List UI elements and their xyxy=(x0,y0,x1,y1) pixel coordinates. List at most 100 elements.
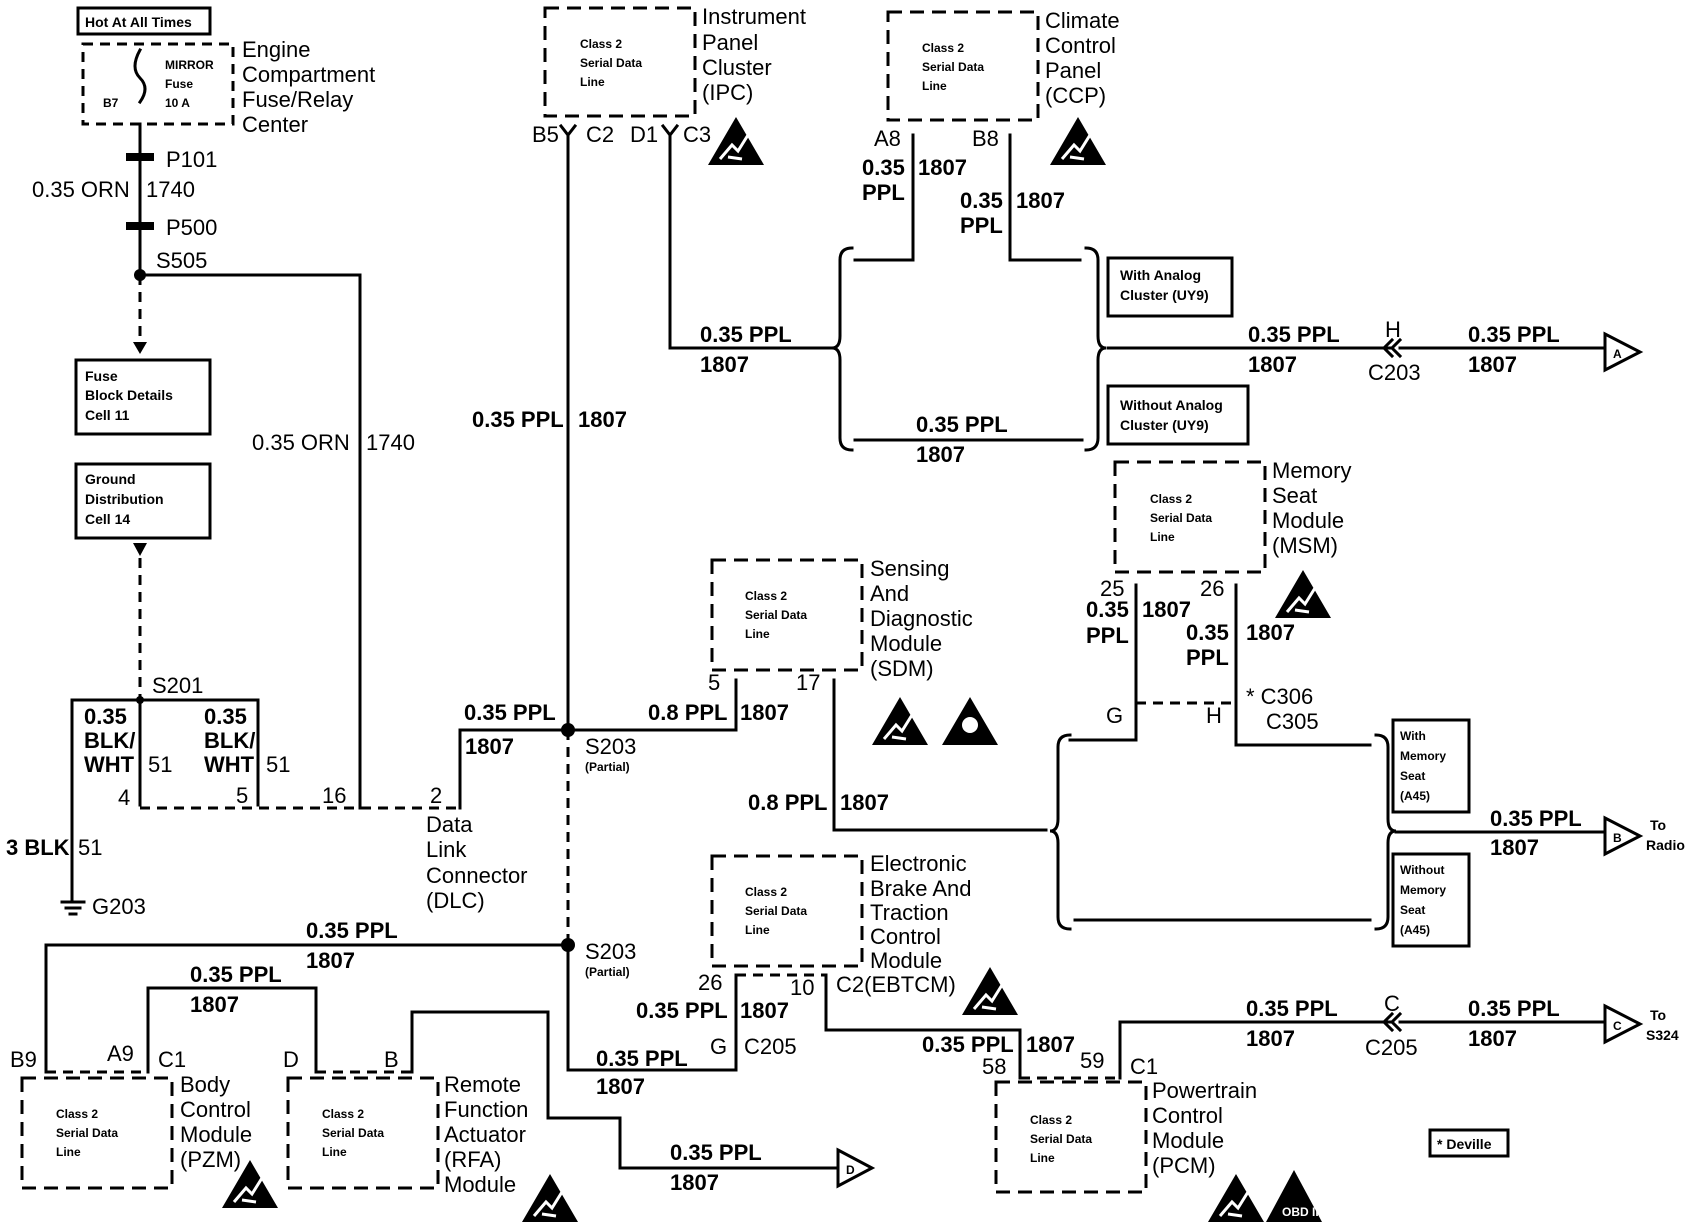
svg-text:S201: S201 xyxy=(152,673,203,698)
svg-text:And: And xyxy=(870,581,909,606)
svg-text:Module: Module xyxy=(444,1172,516,1197)
svg-text:0.35 PPL: 0.35 PPL xyxy=(700,322,792,347)
svg-text:To: To xyxy=(1650,817,1666,833)
svg-text:Line: Line xyxy=(322,1145,347,1159)
svg-text:0.8 PPL: 0.8 PPL xyxy=(648,700,727,725)
svg-text:5: 5 xyxy=(708,670,720,695)
svg-text:Fuse: Fuse xyxy=(165,77,193,91)
svg-text:0.35 ORN: 0.35 ORN xyxy=(252,430,350,455)
svg-text:C1: C1 xyxy=(158,1047,186,1072)
svg-text:10: 10 xyxy=(790,975,814,1000)
svg-text:B: B xyxy=(1613,831,1622,845)
svg-text:1807: 1807 xyxy=(740,998,789,1023)
svg-text:Connector: Connector xyxy=(426,863,528,888)
svg-text:C2: C2 xyxy=(586,122,614,147)
svg-text:Cell 11: Cell 11 xyxy=(85,407,130,423)
svg-text:Serial Data: Serial Data xyxy=(745,608,807,622)
svg-text:1807: 1807 xyxy=(670,1170,719,1195)
svg-text:Module: Module xyxy=(1152,1128,1224,1153)
svg-text:Seat: Seat xyxy=(1400,903,1425,917)
svg-text:B5: B5 xyxy=(532,122,559,147)
svg-text:PPL: PPL xyxy=(1186,645,1229,670)
svg-text:Cluster: Cluster xyxy=(702,55,772,80)
svg-text:C3: C3 xyxy=(683,122,711,147)
svg-text:51: 51 xyxy=(266,752,290,777)
svg-text:1807: 1807 xyxy=(596,1074,645,1099)
svg-text:Serial Data: Serial Data xyxy=(1030,1132,1092,1146)
memory-seat-brackets: With Memory Seat (A45) Without Memory Se… xyxy=(1049,718,1685,948)
svg-text:1807: 1807 xyxy=(1248,352,1297,377)
esd-warning-icon xyxy=(1273,568,1333,620)
svg-text:0.35: 0.35 xyxy=(1086,597,1129,622)
svg-text:PPL: PPL xyxy=(1086,623,1129,648)
svg-text:0.35 ORN: 0.35 ORN xyxy=(32,177,130,202)
svg-text:Powertrain: Powertrain xyxy=(1152,1078,1257,1103)
svg-text:Seat: Seat xyxy=(1272,483,1317,508)
svg-text:PPL: PPL xyxy=(960,213,1003,238)
svg-text:Class 2: Class 2 xyxy=(745,589,787,603)
svg-text:To: To xyxy=(1650,1007,1666,1023)
svg-text:Cell 14: Cell 14 xyxy=(85,511,130,527)
svg-text:1807: 1807 xyxy=(306,948,355,973)
module-sdm: Class 2 Serial Data Line Sensing And Dia… xyxy=(566,556,1048,832)
obd2-icon: OBD II xyxy=(1266,1170,1322,1222)
svg-text:(A45): (A45) xyxy=(1400,923,1430,937)
svg-text:59: 59 xyxy=(1080,1048,1104,1073)
svg-text:0.35 PPL: 0.35 PPL xyxy=(636,998,728,1023)
svg-text:P500: P500 xyxy=(166,215,217,240)
svg-text:With: With xyxy=(1400,729,1426,743)
svg-text:1807: 1807 xyxy=(1468,1026,1517,1051)
svg-text:58: 58 xyxy=(982,1054,1006,1079)
ipc-d1-wire: 0.35 PPL 1807 xyxy=(668,133,836,377)
svg-text:25: 25 xyxy=(1100,576,1124,601)
esd-warning-icon xyxy=(1206,1172,1266,1224)
svg-text:Serial Data: Serial Data xyxy=(1150,511,1212,525)
main-data-bus: 0.35 PPL 1807 S203 (Partial) S203 (Parti… xyxy=(472,133,636,979)
svg-text:Electronic: Electronic xyxy=(870,851,967,876)
svg-text:(PZM): (PZM) xyxy=(180,1147,241,1172)
svg-text:0.35: 0.35 xyxy=(204,704,247,729)
svg-text:MIRROR: MIRROR xyxy=(165,58,214,72)
svg-text:* C306: * C306 xyxy=(1246,684,1313,709)
svg-text:Fuse/Relay: Fuse/Relay xyxy=(242,87,353,112)
svg-text:Class 2: Class 2 xyxy=(56,1107,98,1121)
svg-text:C205: C205 xyxy=(744,1034,797,1059)
svg-text:1807: 1807 xyxy=(1026,1032,1075,1057)
svg-text:G203: G203 xyxy=(92,894,146,919)
svg-text:0.35 PPL: 0.35 PPL xyxy=(1248,322,1340,347)
svg-text:1807: 1807 xyxy=(1246,620,1295,645)
esd-warning-icon xyxy=(870,695,930,747)
svg-text:H: H xyxy=(1385,317,1401,342)
svg-text:Block Details: Block Details xyxy=(85,387,173,403)
svg-text:P101: P101 xyxy=(166,147,217,172)
esd-warning-icon xyxy=(520,1172,580,1224)
svg-text:Control: Control xyxy=(870,924,941,949)
svg-text:2: 2 xyxy=(430,783,442,808)
data-link-connector: 1807 0.35 PPL Data Link Connector (DLC) xyxy=(426,700,570,913)
module-rfa: Class 2 Serial Data Line Remote Function… xyxy=(283,1010,876,1224)
hot-at-all-times-box: Hot At All Times xyxy=(76,6,212,36)
svg-text:1740: 1740 xyxy=(366,430,415,455)
svg-text:1807: 1807 xyxy=(1490,835,1539,860)
svg-text:(IPC): (IPC) xyxy=(702,80,753,105)
svg-text:Function: Function xyxy=(444,1097,528,1122)
svg-text:1807: 1807 xyxy=(918,155,967,180)
svg-text:C305: C305 xyxy=(1266,709,1319,734)
svg-text:D: D xyxy=(846,1163,855,1177)
fuse-block-ref: Fuse Block Details Cell 11 xyxy=(74,358,212,436)
svg-text:C203: C203 xyxy=(1368,360,1421,385)
module-pcm: Class 2 Serial Data Line Powertrain Cont… xyxy=(982,991,1679,1224)
svg-text:A8: A8 xyxy=(874,126,901,151)
svg-text:51: 51 xyxy=(148,752,172,777)
airbag-warning-icon xyxy=(942,697,998,745)
svg-text:Module: Module xyxy=(180,1122,252,1147)
svg-text:1740: 1740 xyxy=(146,177,195,202)
svg-text:Serial Data: Serial Data xyxy=(922,60,984,74)
svg-text:(RFA): (RFA) xyxy=(444,1147,501,1172)
svg-text:26: 26 xyxy=(1200,576,1224,601)
svg-text:1807: 1807 xyxy=(190,992,239,1017)
svg-text:Control: Control xyxy=(1045,33,1116,58)
svg-text:S324: S324 xyxy=(1646,1027,1679,1043)
svg-text:0.8 PPL: 0.8 PPL xyxy=(748,790,827,815)
